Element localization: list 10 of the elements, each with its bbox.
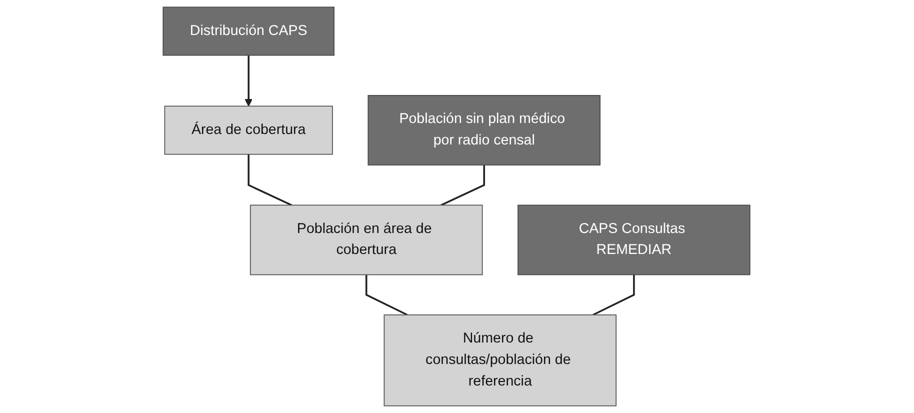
- connector: [366, 274, 408, 316]
- connector: [441, 165, 486, 206]
- node-box: CAPS Consultas REMEDIAR: [518, 204, 751, 276]
- node-box: Población en área de cobertura: [250, 204, 484, 276]
- node-box: Población sin plan médico por radio censal: [368, 95, 601, 166]
- node-box: Número de consultas/población de referencia: [384, 314, 618, 406]
- node-box: Área de cobertura: [164, 106, 334, 155]
- node-box: Distribución CAPS: [163, 6, 335, 56]
- connector: [593, 274, 636, 316]
- arrow: [245, 55, 253, 106]
